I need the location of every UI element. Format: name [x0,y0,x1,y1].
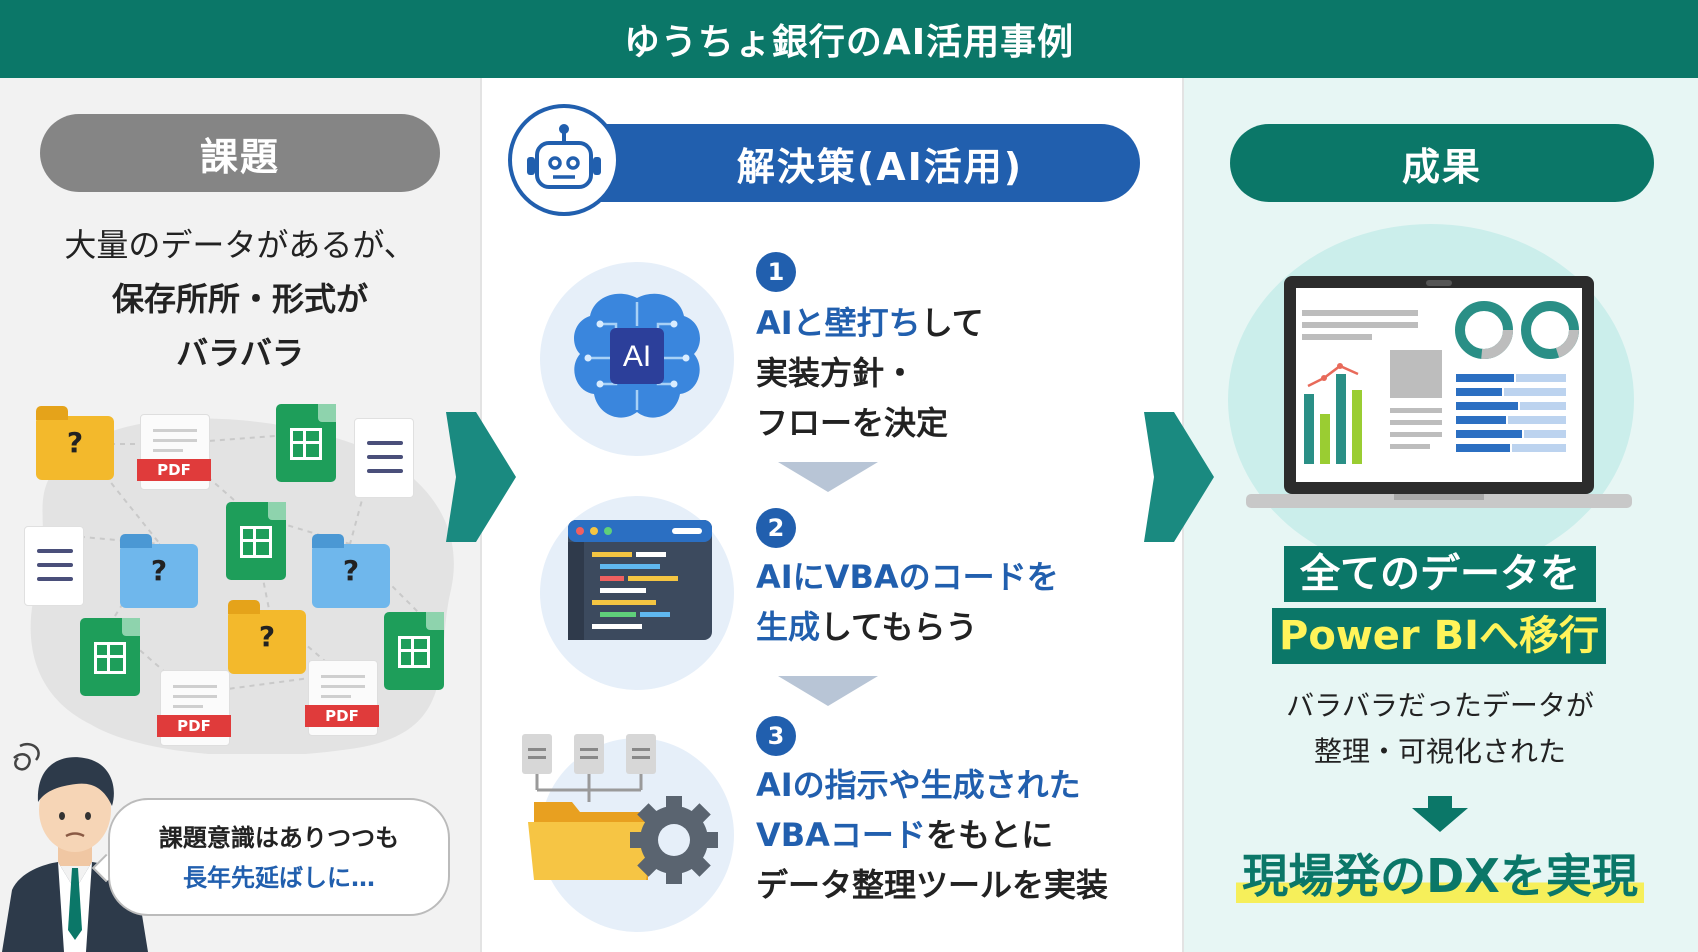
code-editor-icon [568,520,712,640]
issue-text-line3: バラバラ [176,334,304,372]
issue-text-line2: 保存所所・形式が [111,280,368,318]
step3-line3: データ整理ツールを実装 [756,866,1109,904]
arrow-right-icon [1144,412,1214,542]
issue-label: 課題 [40,114,440,192]
ai-brain-icon: AI [574,293,700,418]
folder-icon: ? [228,600,306,674]
chevron-down-icon [778,462,878,492]
step3-line1: AIの指示や生成された [756,766,1081,804]
result-subtext1: バラバラだったデータが [1286,689,1594,722]
step1-line1-blue: AIと壁打ち [756,304,921,342]
result-highlight2: Power BIへ移行 [1272,608,1606,664]
ai-chip-label: AI [623,340,651,373]
spreadsheet-icon [226,502,286,580]
step2-line2-dark: してもらう [820,608,978,646]
result-final: 現場発のDXを実現 [1182,840,1698,906]
step1-line2: 実装方針・ [756,354,917,392]
step3-line2-blue: VBAコード [756,816,926,854]
step1-line1-dark: して [920,304,984,342]
result-label: 成果 [1230,124,1654,202]
issue-text-line1: 大量のデータがあるが、 [64,226,416,264]
result-final-text: 現場発のDXを実現 [1236,849,1644,903]
step3-number: 3 [756,716,796,756]
document-icon [24,526,84,606]
speech-bubble: 課題意識はありつつも 長年先延ばしに… [108,798,450,916]
folder-icon: ? [312,534,390,608]
step2-line1: AIにVBAのコードを [756,558,1059,596]
folder-icon: ? [120,534,198,608]
pdf-file-icon: PDF [137,414,211,490]
spreadsheet-icon [80,618,140,696]
folder-icon: ? [36,406,114,480]
result-highlight1: 全てのデータを [1284,546,1596,602]
step1-text: AIと壁打ちして 実装方針・ フローを決定 [756,298,984,448]
arrow-down-icon [1412,796,1468,832]
step2-text: AIにVBAのコードを 生成してもらう [756,552,1059,652]
pdf-file-icon: PDF [157,670,231,746]
step2-line2-blue: 生成 [756,608,821,646]
speech-line1: 課題意識はありつつも [158,824,400,852]
robot-icon [527,124,601,189]
laptop-dashboard-icon [1246,276,1632,508]
step3-line2-dark: をもとに [925,816,1054,854]
step2-number: 2 [756,508,796,548]
folder-gear-icon [522,734,718,884]
step3-text: AIの指示や生成された VBAコードをもとに データ整理ツールを実装 [756,760,1108,910]
solution-label: 解決策(AI活用) [560,124,1140,202]
step1-number: 1 [756,252,796,292]
chevron-down-icon [778,676,878,706]
spreadsheet-icon [384,612,444,690]
arrow-right-icon [446,412,516,542]
speech-line2: 長年先延ばしに… [183,864,375,892]
result-subtext2: 整理・可視化された [1313,735,1566,768]
pdf-file-icon: PDF [305,660,379,736]
page-title: ゆうちょ銀行のAI活用事例 [0,0,1698,78]
step1-line3: フローを決定 [756,404,949,442]
spreadsheet-icon [276,404,336,482]
robot-badge [508,104,620,216]
document-icon [354,418,414,498]
